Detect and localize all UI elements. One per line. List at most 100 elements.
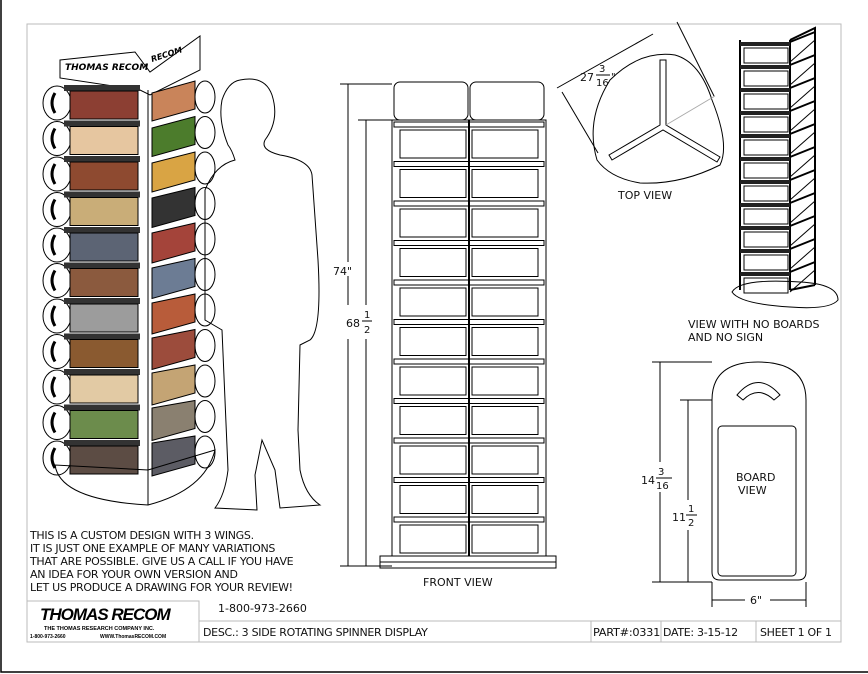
top-view: 27 3 16 " TOP VIEW	[556, 21, 725, 202]
part-number: PART#:0331	[593, 626, 660, 639]
person-silhouette	[204, 78, 322, 511]
board-height-whole: 14	[641, 474, 655, 487]
board-slot	[471, 406, 539, 435]
overall-height-label: 74"	[333, 265, 352, 278]
board-view: BOARD VIEW 14 3 16 11 1 2 6"	[641, 361, 807, 607]
logo-text: THOMAS RECOM	[40, 605, 172, 624]
sample-tile	[69, 445, 139, 475]
sample-tile	[69, 374, 139, 404]
board-height-den: 16	[656, 481, 669, 492]
tile-ledge	[64, 156, 140, 162]
frame-rail	[740, 249, 790, 253]
thumb-hole-icon	[42, 227, 72, 263]
thumb-hole-icon	[42, 440, 72, 476]
logo-phone: 1-800-973-2660	[30, 634, 66, 640]
board-slot	[471, 287, 539, 317]
height-dimensions: 74" 68 1 2	[330, 83, 392, 567]
frame-rail	[740, 272, 790, 276]
sample-tile	[69, 197, 139, 226]
top-width-whole: 27	[580, 71, 594, 84]
svg-text:": "	[611, 72, 616, 83]
sample-tile	[69, 90, 139, 120]
tile-ledge	[64, 298, 140, 304]
sample-tile	[69, 126, 139, 155]
tile-ledge	[64, 120, 140, 127]
phone-number: 1-800-973-2660	[218, 602, 307, 615]
thumb-hole-icon	[42, 121, 72, 156]
note-line: IT IS JUST ONE EXAMPLE OF MANY VARIATION…	[30, 542, 275, 555]
board-width-label: 6"	[750, 594, 762, 607]
board-slot	[399, 169, 467, 198]
thumb-hole-icon	[42, 192, 72, 227]
board-height-num: 3	[658, 467, 664, 478]
sample-tile	[69, 339, 139, 368]
board-slot	[399, 524, 467, 554]
tile-grid	[42, 80, 216, 477]
board-slot	[399, 208, 467, 238]
front-view: FRONT VIEW	[379, 81, 557, 589]
description: DESC.: 3 SIDE ROTATING SPINNER DISPLAY	[203, 626, 428, 639]
frame-rail	[740, 226, 790, 230]
frame-rail	[740, 180, 790, 184]
tile-ledge	[64, 85, 140, 91]
design-note: THIS IS A CUSTOM DESIGN WITH 3 WINGS. IT…	[29, 529, 294, 594]
board-slot	[471, 485, 539, 514]
board-inner-den: 2	[688, 518, 694, 529]
tile-ledge	[64, 262, 140, 269]
tile-ledge	[64, 404, 140, 411]
tile-ledge	[64, 369, 140, 375]
board-slot	[471, 327, 539, 356]
thumb-hole-icon	[42, 263, 72, 298]
frame-rail	[740, 203, 790, 207]
sample-tile	[151, 399, 196, 442]
board-slot	[399, 327, 467, 356]
tile-ledge	[64, 440, 140, 446]
note-line: THAT ARE POSSIBLE. GIVE US A CALL IF YOU…	[29, 555, 294, 568]
board-slot	[399, 287, 467, 317]
sign-logo-right: RECOM	[150, 45, 183, 64]
tile-ledge	[64, 191, 140, 198]
thumb-hole-icon	[194, 151, 216, 185]
frame-rail	[740, 134, 790, 138]
board-label-2: VIEW	[738, 484, 767, 497]
thumb-hole-icon	[42, 369, 72, 405]
sample-tile	[151, 115, 196, 158]
board-slot	[399, 445, 467, 475]
front-view-label: FRONT VIEW	[423, 576, 493, 589]
thumb-hole-icon	[194, 80, 216, 114]
board-slot	[471, 366, 539, 396]
thumb-hole-icon	[194, 364, 216, 398]
spinner-illustration: THOMAS RECOM RECOM	[42, 35, 322, 511]
tile-ledge	[64, 227, 140, 233]
thumb-hole-icon	[42, 334, 72, 369]
no-boards-label-1: VIEW WITH NO BOARDS	[688, 318, 820, 331]
board-slot	[399, 248, 467, 277]
title-block: THOMAS RECOM THE THOMAS RESEARCH COMPANY…	[26, 600, 841, 643]
board-slot	[399, 366, 467, 396]
board-label-1: BOARD	[736, 471, 775, 484]
board-inner-num: 1	[688, 504, 694, 515]
logo-url: WWW.ThomasRECOM.COM	[100, 634, 166, 640]
board-slot	[471, 445, 539, 475]
date: DATE: 3-15-12	[663, 626, 738, 639]
sample-tile	[151, 328, 196, 371]
sample-tile	[151, 222, 196, 264]
frame-rail	[740, 42, 790, 46]
board-slot	[471, 208, 539, 238]
drawing-border	[26, 23, 842, 643]
sample-tile	[151, 364, 196, 406]
board-slot	[399, 129, 467, 159]
sample-tile	[69, 161, 139, 191]
sign-logo-left: THOMAS RECOM	[65, 63, 148, 73]
board-slot	[399, 406, 467, 435]
note-line: THIS IS A CUSTOM DESIGN WITH 3 WINGS.	[29, 529, 254, 542]
board-slot	[471, 169, 539, 198]
board-slot	[471, 129, 539, 159]
board-inner-whole: 11	[672, 511, 686, 524]
no-boards-label-2: AND NO SIGN	[688, 331, 763, 344]
sample-tile	[69, 268, 139, 297]
sample-tile	[151, 80, 196, 122]
sample-tile	[151, 435, 196, 477]
